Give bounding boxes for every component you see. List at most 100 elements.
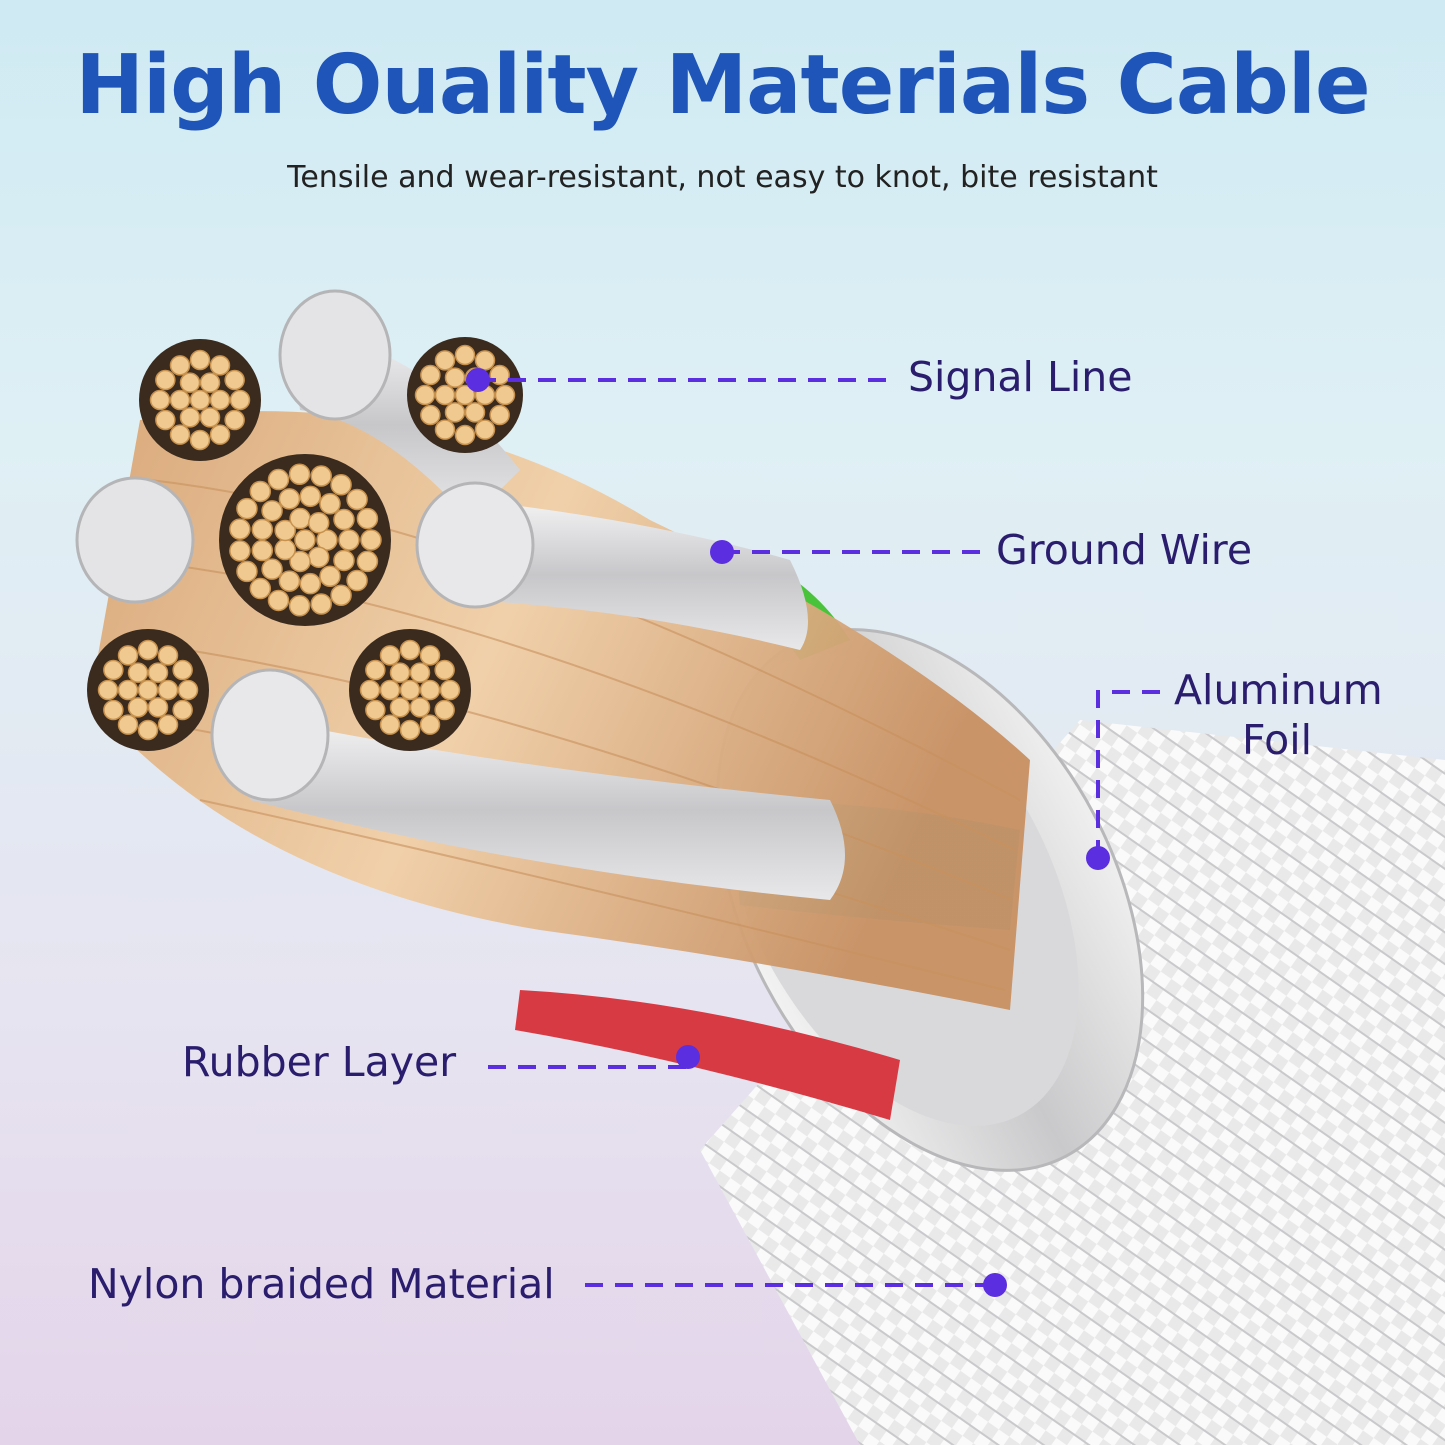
copper-strand bbox=[299, 572, 322, 595]
copper-strand bbox=[117, 714, 139, 735]
copper-strand bbox=[278, 488, 301, 510]
copper-strand bbox=[359, 679, 381, 701]
copper-strand bbox=[169, 389, 191, 411]
copper-strand bbox=[157, 679, 179, 701]
copper-strand bbox=[274, 538, 296, 561]
copper-strand bbox=[267, 468, 290, 491]
copper-strand bbox=[444, 367, 466, 388]
copper-strand bbox=[261, 558, 283, 580]
copper-strand bbox=[379, 679, 401, 701]
silver-wire-low bbox=[250, 720, 845, 900]
copper-strand bbox=[172, 699, 193, 721]
copper-strand bbox=[127, 697, 149, 718]
copper-strand bbox=[224, 369, 245, 391]
copper-strand bbox=[307, 546, 330, 568]
copper-strand bbox=[117, 645, 139, 666]
copper-strand bbox=[434, 699, 455, 721]
copper-strand bbox=[137, 679, 159, 701]
copper-strand bbox=[137, 719, 159, 741]
copper-strand bbox=[419, 714, 441, 735]
copper-strand bbox=[494, 384, 516, 406]
copper-strand bbox=[419, 679, 441, 701]
copper-strand bbox=[103, 699, 124, 721]
copper-strand bbox=[420, 404, 441, 426]
copper-strand bbox=[169, 424, 191, 445]
copper-strand bbox=[399, 679, 421, 701]
copper-strand bbox=[155, 409, 176, 431]
copper-strand bbox=[439, 679, 461, 701]
copper-strand bbox=[251, 539, 274, 562]
copper-strand bbox=[288, 463, 311, 485]
copper-strand bbox=[236, 560, 258, 583]
copper-strand bbox=[454, 424, 476, 446]
copper-strand bbox=[316, 529, 338, 551]
copper-strand bbox=[464, 402, 486, 423]
copper-strand bbox=[97, 679, 119, 701]
copper-strand bbox=[338, 529, 360, 551]
copper-strand bbox=[157, 645, 179, 666]
copper-strand bbox=[155, 369, 176, 391]
copper-strand bbox=[454, 384, 476, 406]
copper-strand bbox=[199, 407, 221, 428]
copper-strand bbox=[189, 389, 211, 411]
silver-wire-mid bbox=[470, 500, 808, 650]
copper-strand bbox=[289, 507, 311, 530]
copper-strand bbox=[179, 372, 201, 393]
copper-strand bbox=[189, 349, 211, 371]
copper-strand bbox=[103, 659, 124, 681]
copper-strand bbox=[117, 679, 139, 701]
copper-strand bbox=[229, 389, 251, 411]
copper-strand bbox=[261, 500, 283, 522]
copper-strand bbox=[434, 350, 456, 371]
copper-strand bbox=[399, 639, 421, 661]
copper-strand bbox=[330, 473, 352, 496]
copper-strand bbox=[420, 364, 441, 386]
copper-strand bbox=[379, 714, 401, 735]
copper-strand bbox=[229, 518, 251, 540]
copper-strand bbox=[289, 550, 311, 573]
copper-strand bbox=[149, 389, 171, 411]
copper-strand bbox=[330, 584, 352, 607]
label-aluminum-foil-line2: Foil bbox=[1242, 716, 1312, 764]
copper-strand bbox=[179, 407, 201, 428]
page-title: High Ouality Materials Cable bbox=[75, 38, 1370, 133]
copper-strand bbox=[434, 419, 456, 440]
copper-strand bbox=[307, 512, 330, 534]
label-ground-wire: Ground Wire bbox=[996, 526, 1253, 574]
copper-strand bbox=[137, 639, 159, 661]
copper-strand bbox=[249, 480, 272, 503]
copper-strand bbox=[489, 404, 510, 426]
copper-strand bbox=[172, 659, 193, 681]
copper-strand bbox=[389, 697, 411, 718]
copper-strand bbox=[365, 659, 386, 681]
copper-strand bbox=[249, 577, 272, 600]
label-rubber-layer: Rubber Layer bbox=[182, 1038, 457, 1086]
copper-strand-ends bbox=[87, 337, 523, 751]
copper-strand bbox=[236, 497, 258, 520]
copper-strand bbox=[157, 714, 179, 735]
copper-strand bbox=[199, 372, 221, 393]
copper-strand bbox=[399, 719, 421, 741]
copper-strand bbox=[251, 518, 274, 541]
copper-strand bbox=[147, 697, 169, 718]
copper-strand bbox=[356, 550, 379, 573]
copper-strand bbox=[169, 355, 191, 376]
copper-strand bbox=[147, 662, 169, 683]
page-subtitle: Tensile and wear-resistant, not easy to … bbox=[287, 160, 1158, 195]
copper-strand bbox=[299, 485, 322, 508]
copper-strand bbox=[434, 659, 455, 681]
red-wire bbox=[515, 990, 900, 1120]
copper-strand bbox=[209, 355, 231, 376]
copper-strand bbox=[365, 699, 386, 721]
copper-strand bbox=[229, 540, 251, 562]
copper-strand bbox=[409, 662, 431, 683]
copper-strand bbox=[267, 589, 290, 612]
copper-strand bbox=[454, 344, 476, 366]
copper-strand bbox=[444, 402, 466, 423]
copper-strand bbox=[346, 569, 368, 592]
copper-strand bbox=[333, 549, 355, 572]
copper-strand bbox=[209, 389, 231, 411]
copper-strand bbox=[288, 595, 311, 617]
copper-strand bbox=[177, 679, 199, 701]
copper-strand bbox=[474, 419, 496, 440]
